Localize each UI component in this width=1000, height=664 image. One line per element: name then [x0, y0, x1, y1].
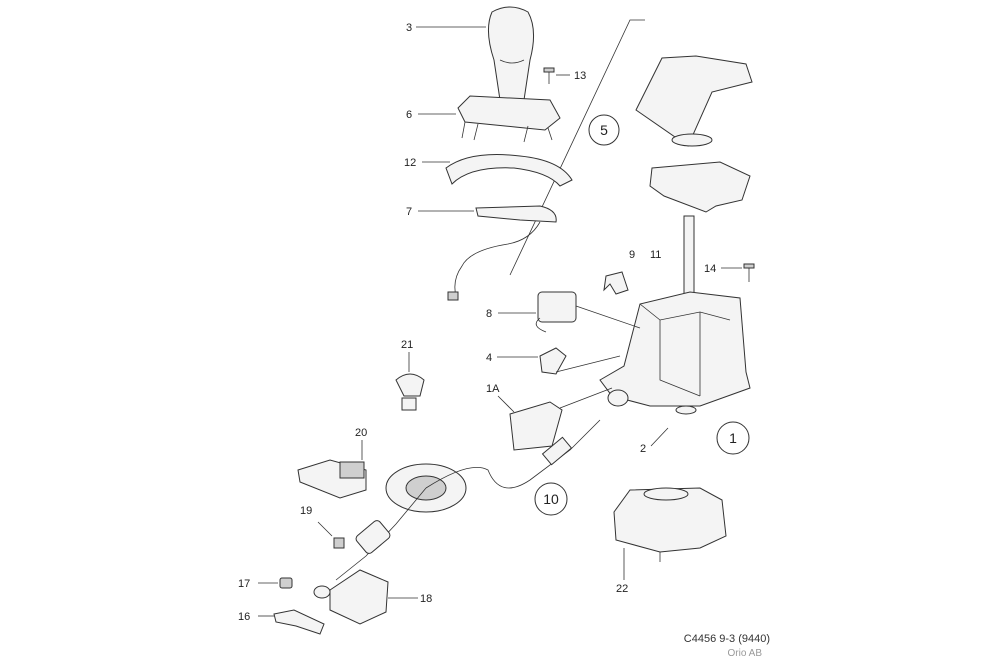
callout-2: 2 [640, 443, 646, 455]
callout-3: 3 [406, 22, 412, 34]
top-cover-trim [635, 55, 753, 147]
callout-6: 6 [406, 109, 412, 121]
group-5-label: 5 [600, 122, 608, 138]
diagram-reference: C4456 9-3 (9440) [684, 633, 770, 645]
part-17-nut [279, 577, 293, 589]
callout-labels: 3 13 6 12 7 9 11 14 8 4 1A 2 21 20 19 17… [238, 22, 716, 623]
group-5-boundary [509, 19, 645, 276]
part-3-gear-knob [488, 6, 534, 101]
leader-lines [258, 26, 742, 617]
part-12-light-guide [445, 154, 573, 187]
part-4-switch [539, 347, 621, 375]
part-9-clip [603, 271, 629, 295]
part-22-housing [613, 487, 727, 562]
callout-17: 17 [238, 578, 250, 590]
callout-11: 11 [650, 249, 661, 261]
copyright-notice: Orio AB [728, 648, 763, 659]
callout-8: 8 [486, 308, 492, 320]
callout-21: 21 [401, 339, 413, 351]
callout-9: 9 [629, 249, 635, 261]
part-19-bolt [333, 537, 345, 549]
callout-12: 12 [404, 157, 416, 169]
part-10-gear-cable [335, 419, 601, 581]
callout-20: 20 [355, 427, 367, 439]
callout-13: 13 [574, 70, 586, 82]
part-18-bracket [313, 569, 389, 625]
part-6-cover-plate [457, 95, 561, 143]
part-14-screw [743, 263, 755, 282]
part-20-bracket [297, 459, 367, 499]
group-10-badge: 10 [534, 482, 568, 516]
callout-18: 18 [420, 593, 432, 605]
group-10-label: 10 [543, 491, 559, 507]
part-7-indicator-board [447, 205, 557, 301]
part-1-gear-selector [599, 291, 751, 415]
part-8-solenoid [535, 291, 641, 333]
part-13-screw [543, 67, 555, 84]
selector-housing [649, 161, 751, 213]
callout-7: 7 [406, 206, 412, 218]
part-21-clamp [395, 373, 425, 411]
callout-22: 22 [616, 583, 628, 595]
part-16-lever [273, 609, 325, 635]
group-1-badge: 1 [716, 421, 750, 455]
callout-19: 19 [300, 505, 312, 517]
group-1-label: 1 [729, 430, 737, 446]
part-1A-connector [509, 387, 613, 451]
callout-1A: 1A [486, 383, 500, 395]
callout-14: 14 [704, 263, 716, 275]
selector-shaft [683, 215, 695, 303]
group-5-badge: 5 [588, 114, 620, 146]
callout-16: 16 [238, 611, 250, 623]
callout-4: 4 [486, 352, 492, 364]
